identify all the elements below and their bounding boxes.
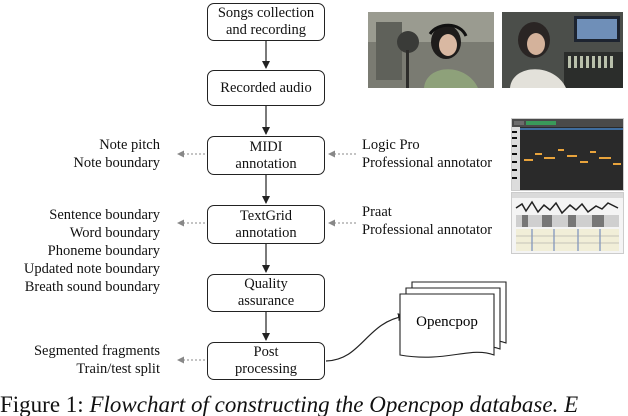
logic-pro-screenshot: [511, 118, 624, 191]
midi-tool-labels: Logic Pro Professional annotator: [362, 136, 492, 172]
midi-output-labels: Note pitch Note boundary: [73, 136, 160, 172]
label-line: Breath sound boundary: [24, 279, 160, 295]
recording-singer-photo: [368, 12, 494, 88]
label-line: Professional annotator: [362, 155, 493, 171]
praat-screenshot: [511, 192, 624, 254]
label-line: Note pitch: [99, 137, 160, 153]
box-line: Songs collection: [217, 5, 315, 21]
label-line: Professional annotator: [362, 222, 493, 238]
console-illustration: [502, 12, 623, 88]
label-line: Sentence boundary: [49, 207, 160, 223]
box-line: annotation: [235, 224, 297, 241]
caption-prefix: Figure 1:: [0, 392, 90, 416]
post-output-labels: Segmented fragments Train/test split: [34, 342, 160, 378]
caption-text: Flowchart of constructing the Opencpop d…: [89, 392, 579, 416]
label-line: Train/test split: [76, 361, 160, 377]
label-line: Phoneme boundary: [47, 243, 160, 259]
box-line: annotation: [235, 155, 297, 172]
box-line: assurance: [237, 293, 295, 309]
opencpop-label: Opencpop: [416, 314, 478, 330]
box-line: Post: [253, 344, 279, 360]
figure-caption: Figure 1: Flowchart of constructing the …: [0, 392, 628, 416]
box-line: processing: [234, 361, 297, 377]
singer-illustration: [368, 12, 494, 88]
opencpop-document: Opencpop: [399, 281, 507, 358]
praat-textgrid-view: [512, 193, 623, 253]
label-line: Praat: [362, 204, 392, 220]
box-line: and recording: [225, 22, 307, 38]
box-line: MIDI: [249, 138, 283, 155]
songs-collection-box: Songs collection and recording: [207, 3, 325, 41]
post-processing-box: Post processing: [207, 342, 325, 380]
label-line: Segmented fragments: [33, 343, 160, 359]
textgrid-output-labels: Sentence boundary Word boundary Phoneme …: [24, 206, 160, 296]
mixing-console-photo: [502, 12, 623, 88]
label-line: Logic Pro: [362, 137, 420, 153]
textgrid-tool-labels: Praat Professional annotator: [362, 203, 492, 239]
textgrid-annotation-box: TextGrid annotation: [207, 205, 325, 244]
recorded-audio-box: Recorded audio: [207, 70, 325, 106]
box-line: Recorded audio: [220, 79, 312, 96]
output-curve: [325, 313, 406, 362]
label-line: Word boundary: [69, 225, 160, 241]
label-line: Note boundary: [73, 155, 160, 171]
quality-assurance-box: Quality assurance: [207, 274, 325, 312]
midi-piano-roll: [512, 119, 623, 190]
box-line: Quality: [244, 276, 288, 292]
midi-annotation-box: MIDI annotation: [207, 136, 325, 175]
box-line: TextGrid: [239, 207, 293, 224]
label-line: Updated note boundary: [23, 261, 160, 277]
